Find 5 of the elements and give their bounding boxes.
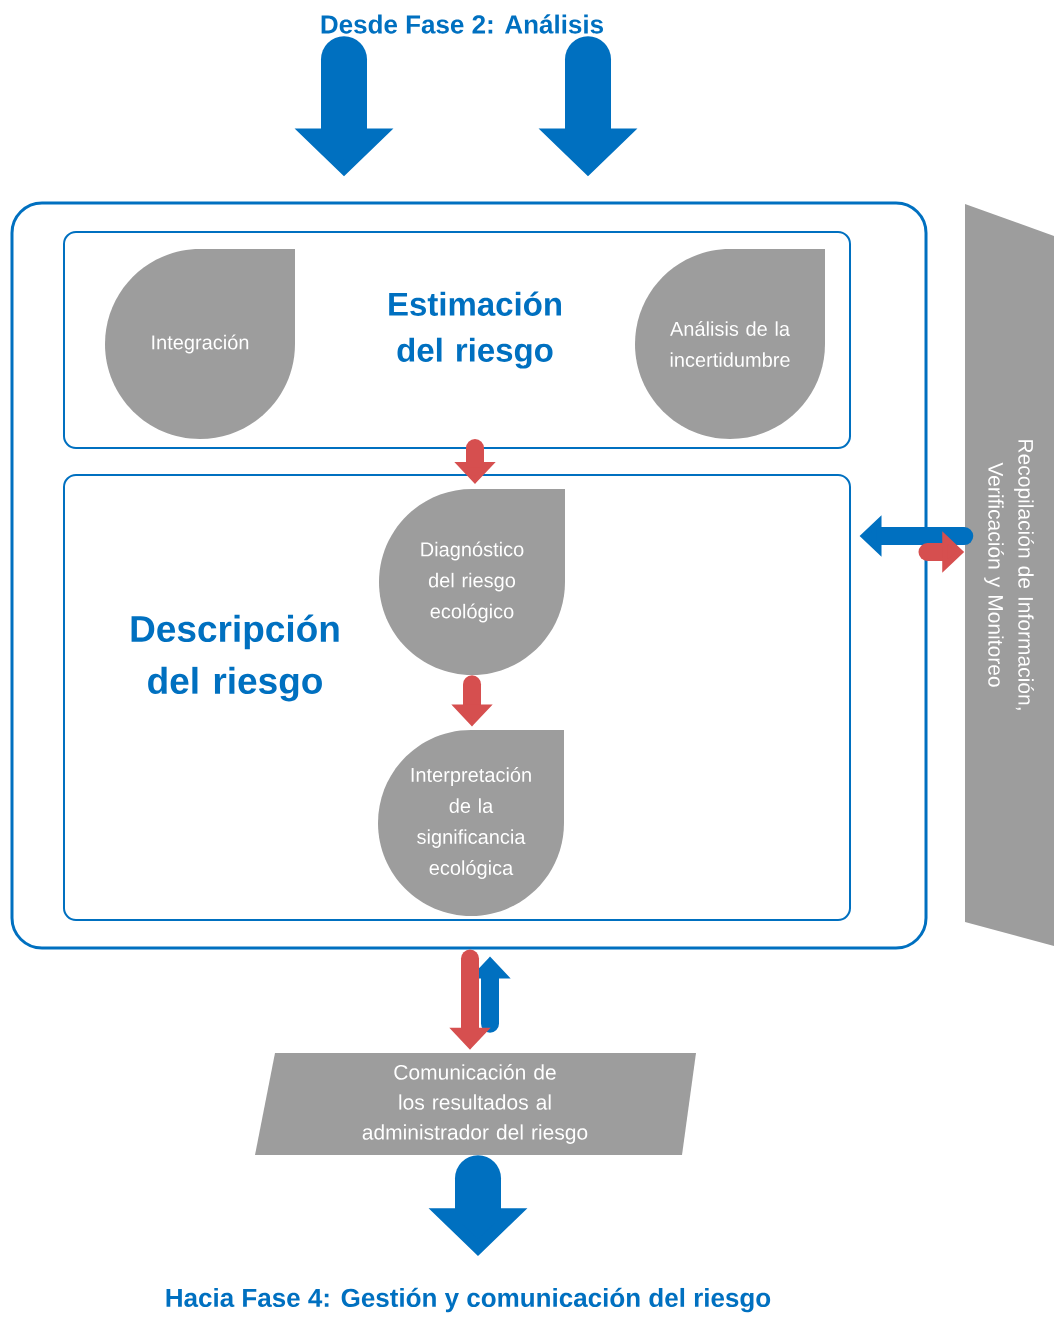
side-band: Recopilación de Información, Verificación y Monitoreo xyxy=(965,204,1054,946)
container-box xyxy=(10,201,928,950)
heading-text: Hacia Fase 4: Gestión y comunicación del riesgo xyxy=(166,1287,771,1313)
heading-text: Desde Fase 2: Análisis xyxy=(321,14,603,34)
parallelogram-box: Comunicación de los resultados al administrador del riesgo xyxy=(255,1053,696,1155)
